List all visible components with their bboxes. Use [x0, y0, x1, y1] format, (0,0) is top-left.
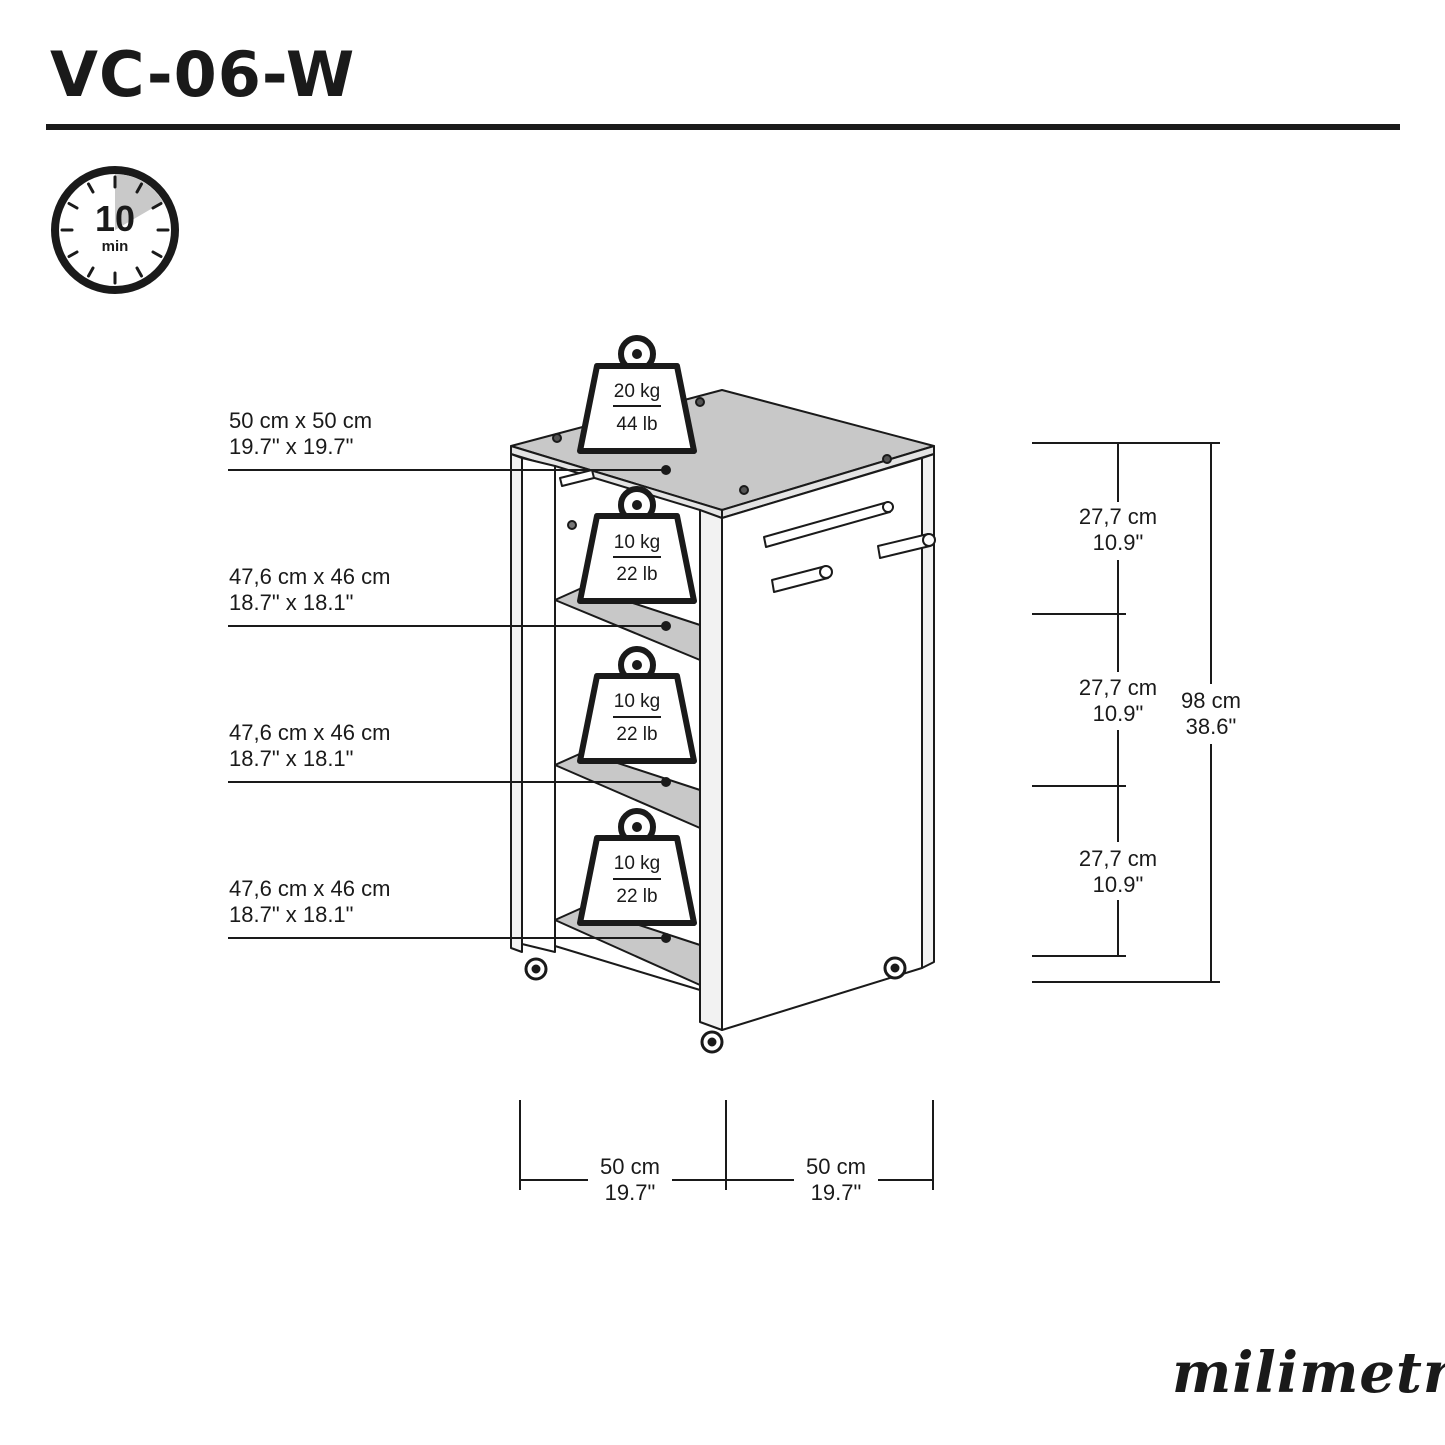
weight-lb-shelf-2: 22 lb	[616, 724, 657, 745]
total-height-dim: 98 cm 38.6"	[1160, 688, 1262, 740]
shelf-size-top: 50 cm x 50 cm 19.7" x 19.7"	[229, 408, 372, 460]
weight-lb-top: 44 lb	[616, 414, 657, 435]
height-dim-1-imperial: 10.9"	[1092, 530, 1144, 555]
weight-lb-shelf-3: 22 lb	[616, 886, 657, 907]
height-dim-2-metric: 27,7 cm	[1078, 675, 1158, 700]
weight-kg-shelf-3: 10 kg	[614, 853, 660, 874]
timer-value: 10	[95, 198, 135, 239]
width-dim-1-metric: 50 cm	[600, 1154, 660, 1179]
height-dim-3-imperial: 10.9"	[1092, 872, 1144, 897]
total-height-imperial: 38.6"	[1185, 714, 1237, 739]
height-dim-1-metric: 27,7 cm	[1078, 504, 1158, 529]
shelf-size-1-metric: 47,6 cm x 46 cm	[229, 564, 391, 589]
weight-lb-shelf-1: 22 lb	[616, 564, 657, 585]
brand-logo: milimetry	[1172, 1340, 1445, 1406]
shelf-size-1-imperial: 18.7" x 18.1"	[229, 590, 354, 615]
height-dim-3: 27,7 cm 10.9"	[1058, 846, 1178, 898]
product-code: VC-06-W	[50, 38, 356, 111]
timer-unit: min	[102, 238, 129, 255]
shelf-size-1: 47,6 cm x 46 cm 18.7" x 18.1"	[229, 564, 390, 616]
height-dim-2: 27,7 cm 10.9"	[1058, 675, 1178, 727]
shelf-size-2-metric: 47,6 cm x 46 cm	[229, 720, 391, 745]
header-rule	[46, 124, 1400, 130]
shelf-size-top-metric: 50 cm x 50 cm	[229, 408, 373, 433]
weight-icon-shelf-1: 10 kg 22 lb	[577, 486, 697, 604]
weight-icon-shelf-2: 10 kg 22 lb	[577, 646, 697, 764]
width-dim-2-metric: 50 cm	[806, 1154, 866, 1179]
shelf-size-2-imperial: 18.7" x 18.1"	[229, 746, 354, 771]
weight-kg-shelf-2: 10 kg	[614, 691, 660, 712]
width-dim-2-imperial: 19.7"	[810, 1180, 862, 1205]
shelf-size-top-imperial: 19.7" x 19.7"	[229, 434, 354, 459]
shelf-size-3: 47,6 cm x 46 cm 18.7" x 18.1"	[229, 876, 390, 928]
weight-kg-shelf-1: 10 kg	[614, 532, 660, 553]
weight-kg-top: 20 kg	[614, 381, 660, 402]
width-dim-2: 50 cm 19.7"	[786, 1154, 886, 1206]
height-dim-2-imperial: 10.9"	[1092, 701, 1144, 726]
timer-icon: 10 min	[51, 166, 179, 294]
width-dim-1: 50 cm 19.7"	[580, 1154, 680, 1206]
height-dim-1: 27,7 cm 10.9"	[1058, 504, 1178, 556]
total-height-metric: 98 cm	[1181, 688, 1241, 713]
shelf-size-3-imperial: 18.7" x 18.1"	[229, 902, 354, 927]
weight-icon-shelf-3: 10 kg 22 lb	[577, 808, 697, 926]
weight-icon-top: 20 kg 44 lb	[577, 335, 697, 454]
height-dim-3-metric: 27,7 cm	[1078, 846, 1158, 871]
shelf-size-3-metric: 47,6 cm x 46 cm	[229, 876, 391, 901]
shelf-size-2: 47,6 cm x 46 cm 18.7" x 18.1"	[229, 720, 390, 772]
width-dim-1-imperial: 19.7"	[604, 1180, 656, 1205]
